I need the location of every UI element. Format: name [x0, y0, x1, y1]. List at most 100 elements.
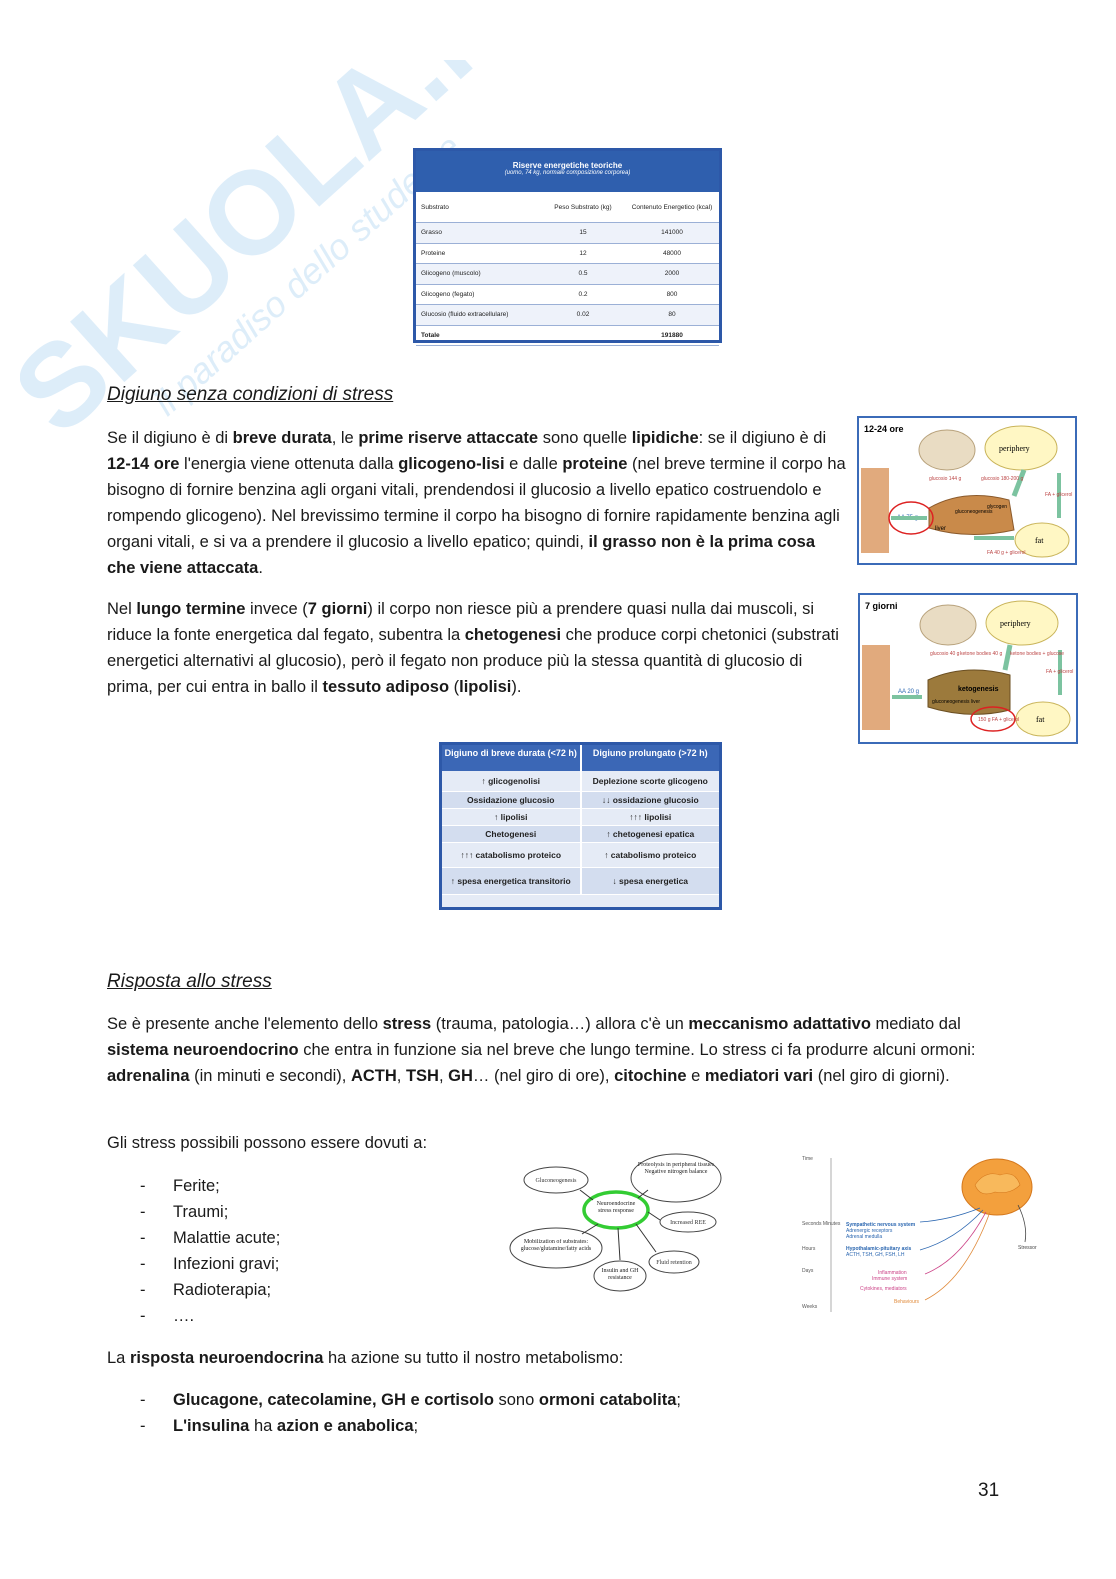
- hormone-list: Glucagone, catecolamine, GH e cortisolo …: [107, 1387, 1007, 1439]
- bold-text: mediatori vari: [704, 1067, 814, 1085]
- fig-short-liver: liver: [935, 526, 946, 532]
- axis-time: Time: [802, 1156, 813, 1162]
- axis-hours: Hours: [802, 1246, 816, 1252]
- node-proteolysis: [630, 1153, 722, 1203]
- fig-short-fa2: FA 40 g + glicerol: [987, 550, 1026, 556]
- energy-table-cell: 0.5: [578, 270, 588, 278]
- text-span: ) il corpo non riesce più a prendere qua…: [107, 600, 815, 644]
- bold-text: azion e anabolica: [276, 1417, 414, 1435]
- paragraph-neuroendocrine: La risposta neuroendocrina ha azione su …: [107, 1345, 1007, 1371]
- fig-long-glucose: glucosio 40 g: [930, 651, 960, 657]
- energy-table-cell: 15: [579, 229, 587, 237]
- lbl-hormones: ACTH, TSH, GH, FSH, LH: [846, 1252, 905, 1258]
- edge-5: [617, 1227, 621, 1261]
- node-mobilization-label: Mobilization of substrates: glucose/glut…: [520, 1239, 592, 1252]
- list-item: Infezioni gravi;: [107, 1251, 427, 1277]
- muscle-shape: [861, 468, 889, 553]
- col-energy: Contenuto Energetico (kcal): [631, 203, 713, 211]
- comparison-table-cell: ↑ catabolismo proteico: [604, 850, 697, 860]
- fig-long-gluconeo: gluconeogenesis liver: [932, 699, 980, 705]
- energy-table-cell: Glicogeno (muscolo): [421, 270, 481, 278]
- lbl-cytokines: Cytokines, mediators: [860, 1286, 907, 1292]
- energy-table-header: Riserve energetiche teoriche (uomo, 74 k…: [416, 151, 719, 192]
- lbl-behaviours: Behaviours: [894, 1299, 920, 1305]
- energy-table-cell: 2000: [664, 270, 680, 278]
- text-span: ,: [438, 1067, 449, 1085]
- fig-short-periphery: periphery: [999, 444, 1030, 453]
- brain-shape: [918, 429, 976, 471]
- text-span: : se il digiuno è di: [698, 429, 827, 447]
- node-proteolysis-label: Proteolysis in peripheral tissues Negati…: [637, 1162, 715, 1175]
- comparison-table-cell: Ossidazione glucosio: [442, 792, 582, 808]
- bold-text: L'insulina: [173, 1417, 250, 1435]
- text-span: La: [107, 1349, 130, 1367]
- node-center: [582, 1190, 650, 1230]
- comparison-table-cell: ↑↑↑ lipolisi: [629, 812, 672, 822]
- bold-text: prime riserve attaccate: [358, 429, 539, 447]
- node-gluconeogenesis-label: Gluconeogenesis: [536, 1178, 578, 1184]
- comparison-table-cell: ↑ chetogenesi epatica: [606, 829, 695, 839]
- list-item: Ferite;: [107, 1173, 427, 1199]
- text-span: e: [686, 1067, 705, 1085]
- lbl-hpa: Hypothalamic-pituitary axis: [846, 1246, 912, 1252]
- bold-text: glicogeno-lisi: [398, 455, 505, 473]
- total-energy: 191880: [661, 331, 683, 339]
- periphery-shape: [985, 600, 1059, 646]
- energy-table-cell: Glucosio (fluido extracellulare): [421, 311, 509, 319]
- bold-text: risposta neuroendocrina: [129, 1349, 324, 1367]
- text-span: l'energia viene ottenuta dalla: [179, 455, 399, 473]
- stress-timeline-diagram: Time Seconds Minutes Hours Days Weeks St…: [802, 1156, 1037, 1312]
- arrow-glucose-up: [1011, 469, 1027, 497]
- node-fluid-label: Fluid retention: [656, 1260, 692, 1266]
- text-span: (trauma, patologia…) allora c'è un: [431, 1015, 689, 1033]
- bold-text: lipidiche: [631, 429, 699, 447]
- energy-table-cell: 80: [668, 311, 676, 319]
- fig-long-fa: FA + glicerol: [1046, 669, 1073, 675]
- energy-table-cell: Proteine: [421, 249, 446, 257]
- bold-text: ACTH: [350, 1067, 397, 1085]
- text-span: (in minuti e secondi),: [189, 1067, 351, 1085]
- text-span: ha: [249, 1417, 277, 1435]
- text-span: … (nel giro di ore),: [472, 1067, 615, 1085]
- node-insulin-label: Insulin and GH resistance: [601, 1268, 639, 1281]
- line-behaviour: [924, 1211, 991, 1301]
- text-span: ;: [676, 1391, 681, 1409]
- highlight-circle: [970, 706, 1016, 732]
- bold-text: il grasso non è la prima cosa che viene …: [107, 533, 816, 577]
- bold-text: 12-14 ore: [107, 455, 180, 473]
- bold-text: breve durata: [232, 429, 332, 447]
- col-substrate: Substrato: [421, 203, 449, 211]
- text-span: .: [258, 559, 263, 577]
- text-span: Nel: [107, 600, 137, 618]
- text-span: Se il digiuno è di: [107, 429, 233, 447]
- bold-text: meccanismo adattativo: [688, 1015, 871, 1033]
- fig-long-ketone: ketone bodies 40 g: [960, 651, 1002, 657]
- text-span: che produce corpi chetonici (substrati e…: [107, 626, 839, 696]
- text-span: sono quelle: [538, 429, 632, 447]
- fig-long-periphery: periphery: [1000, 619, 1031, 628]
- long-fasting-diagram: 7 giorni periphery ketogenesis gluconeog…: [862, 600, 1073, 737]
- text-span: ,: [396, 1067, 406, 1085]
- page-number: 31: [978, 1480, 1000, 1501]
- line-sympathetic: [919, 1207, 981, 1223]
- bold-text: adrenalina: [107, 1067, 190, 1085]
- fig-short-glucose: glucosio 144 g: [929, 476, 961, 482]
- axis-weeks: Weeks: [802, 1304, 818, 1310]
- energy-table-cell: 48000: [662, 249, 682, 257]
- text-span: Se è presente anche l'elemento dello: [107, 1015, 383, 1033]
- edge-6: [581, 1223, 599, 1235]
- arrow-up: [1002, 644, 1013, 671]
- axis-seconds: Seconds Minutes: [802, 1221, 841, 1227]
- fig-short-fat: fat: [1035, 536, 1044, 545]
- comparison-table-row: ↑ lipolisi↑↑↑ lipolisi: [442, 809, 719, 826]
- fig-long-label: 7 giorni: [865, 601, 898, 611]
- comparison-table-row: ↑↑↑ catabolismo proteico↑ catabolismo pr…: [442, 843, 719, 868]
- comparison-table-cell: ↑ glicogenolisi: [442, 771, 582, 791]
- energy-table-cell: 141000: [661, 229, 683, 237]
- comparison-table-cell: Chetogenesi: [442, 826, 582, 842]
- text-span: (nel breve termine il corpo ha bisogno d…: [107, 455, 846, 551]
- section-title-stress: Risposta allo stress: [107, 971, 272, 992]
- fig-short-glucose2: glucosio 180-200 g: [981, 476, 1023, 482]
